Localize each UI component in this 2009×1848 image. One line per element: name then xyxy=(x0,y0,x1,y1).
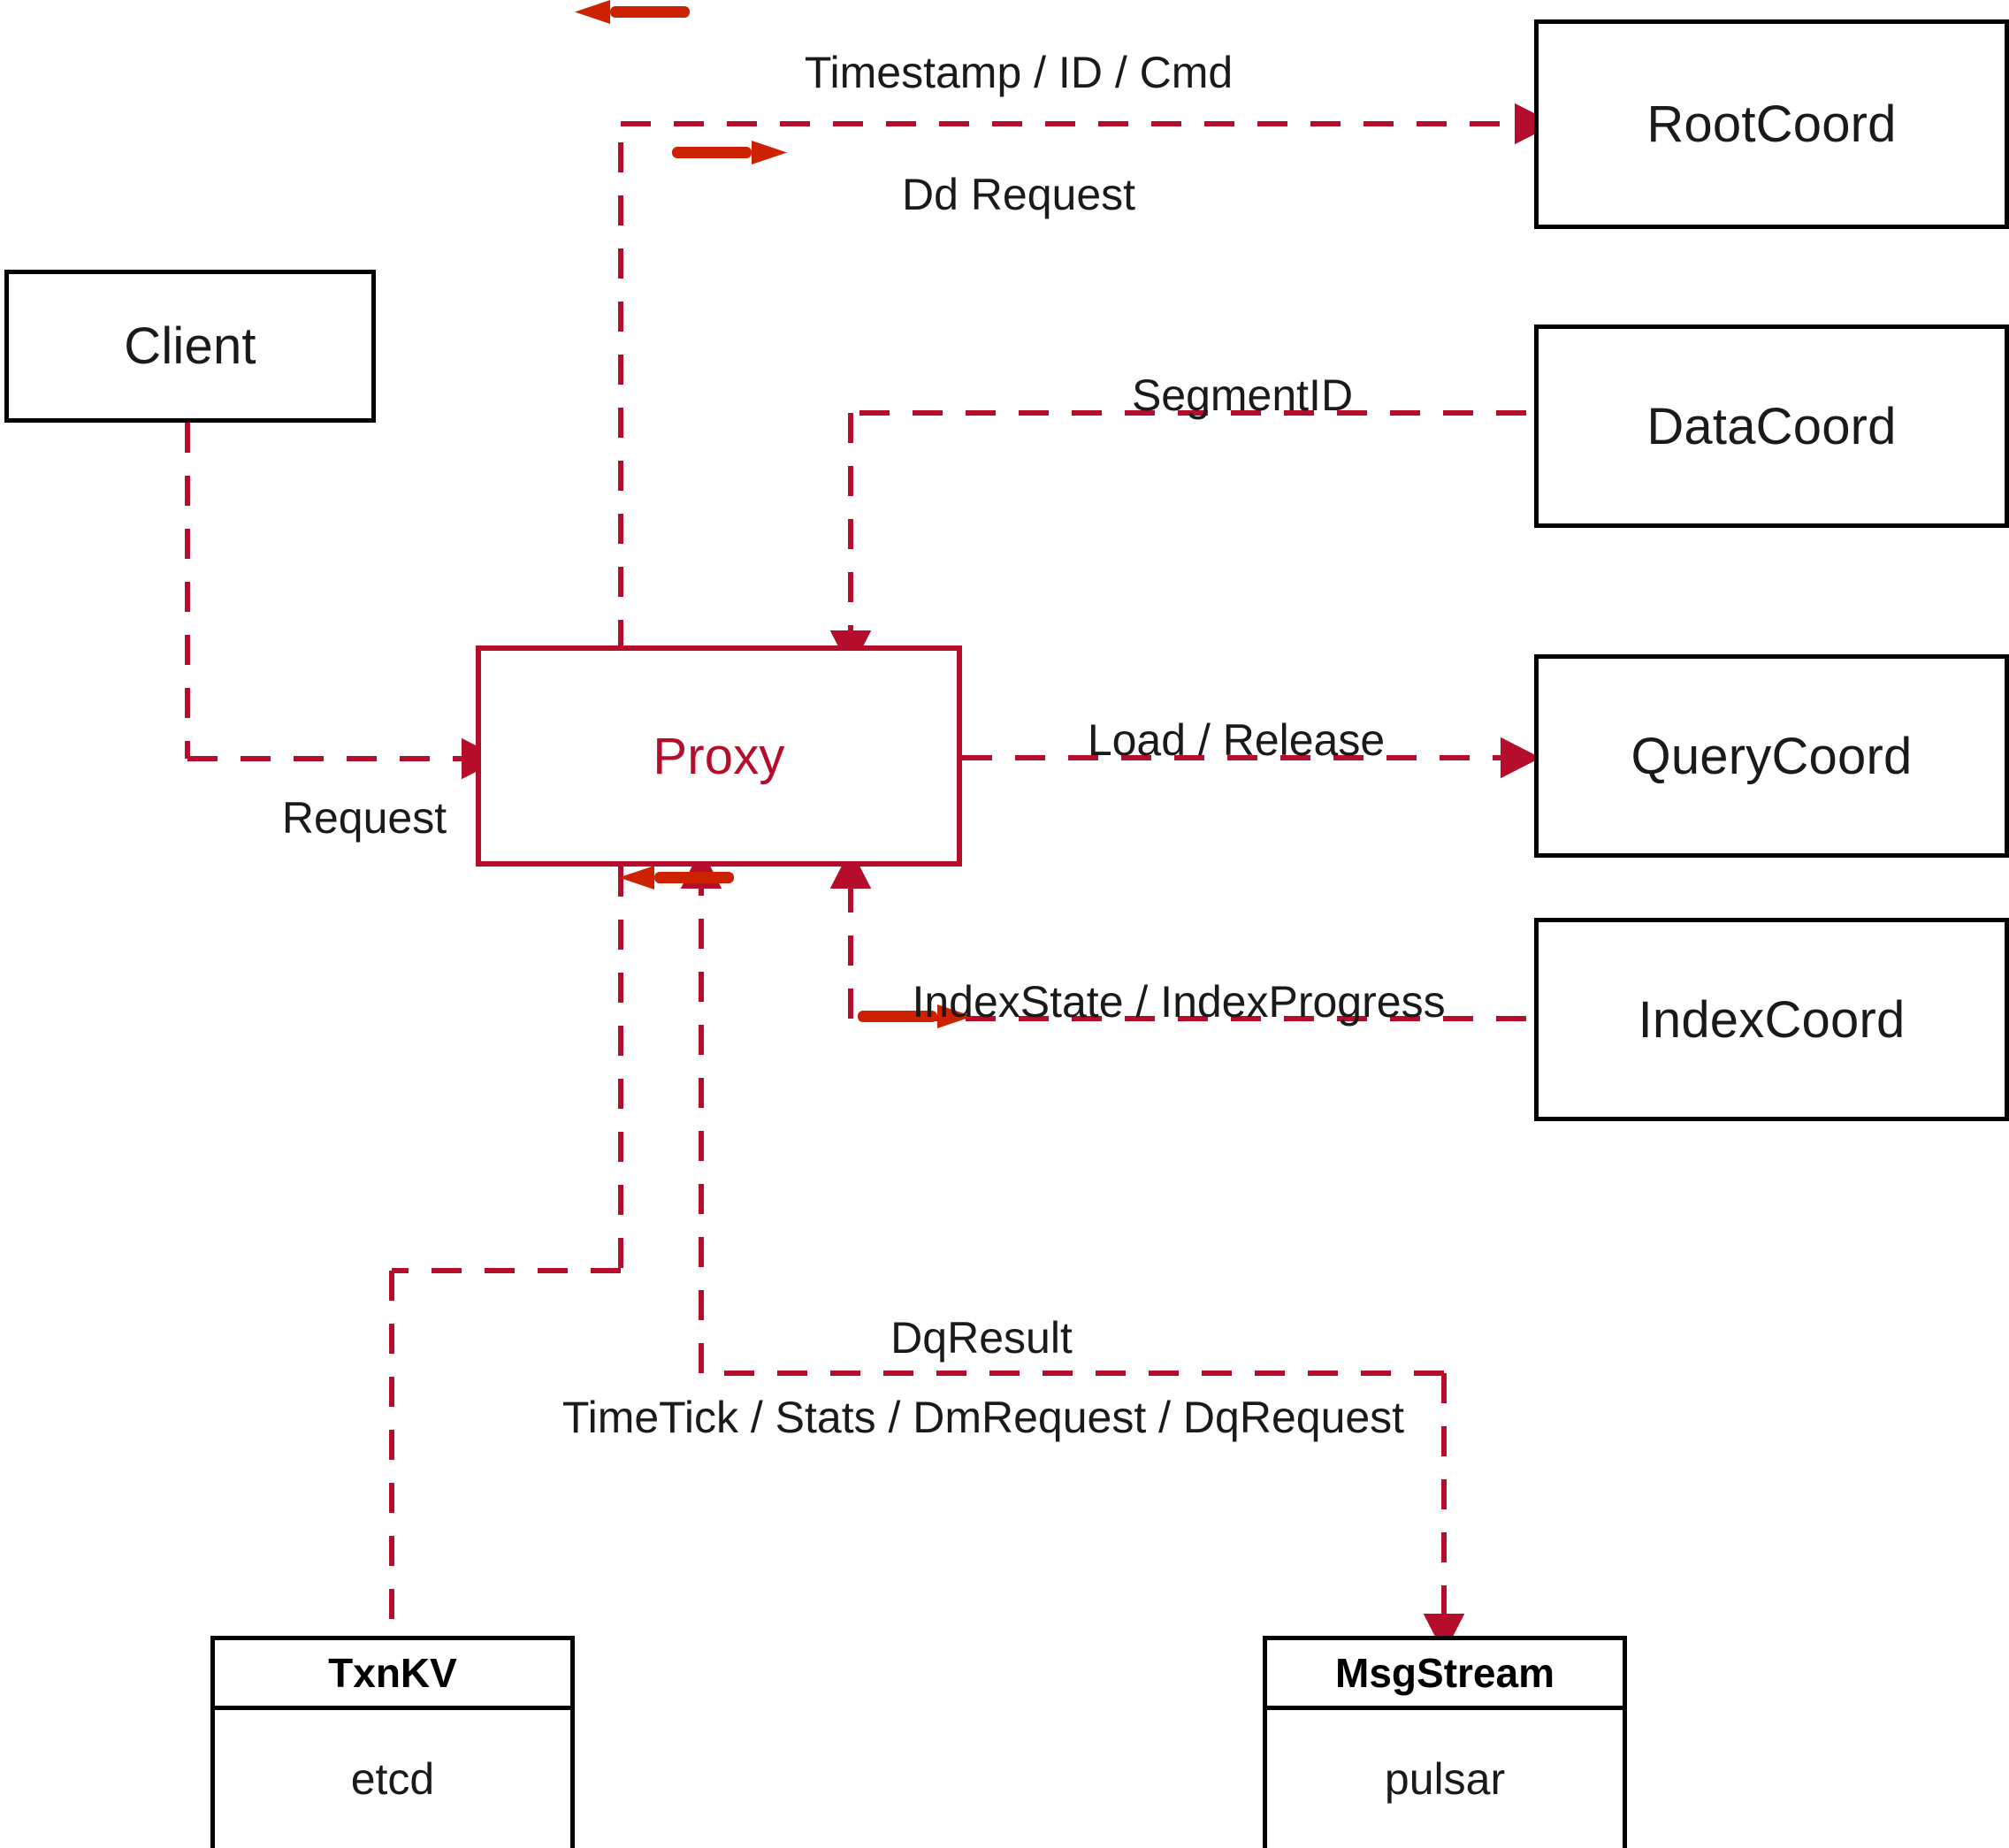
node-msgstream-impl: pulsar xyxy=(1384,1754,1506,1804)
node-client[interactable]: Client xyxy=(4,270,376,423)
node-proxy-label: Proxy xyxy=(653,727,785,785)
node-msgstream-title: MsgStream xyxy=(1335,1650,1554,1696)
node-datacoord-label: DataCoord xyxy=(1646,397,1897,455)
node-txnkv[interactable]: TxnKV etcd xyxy=(210,1636,575,1848)
node-indexcoord-label: IndexCoord xyxy=(1638,990,1906,1049)
edge-label-dqresult: DqResult xyxy=(890,1313,1073,1363)
node-client-label: Client xyxy=(124,317,256,375)
node-txnkv-header: TxnKV xyxy=(215,1640,570,1710)
edge-label-dd-request: Dd Request xyxy=(901,170,1136,219)
node-rootcoord[interactable]: RootCoord xyxy=(1534,19,2009,229)
node-querycoord-label: QueryCoord xyxy=(1631,727,1913,785)
solid-arrow-group xyxy=(575,0,973,1028)
node-querycoord[interactable]: QueryCoord xyxy=(1534,654,2009,858)
edge-label-request: Request xyxy=(281,793,447,843)
node-msgstream-body: pulsar xyxy=(1267,1710,1623,1848)
node-txnkv-title: TxnKV xyxy=(328,1650,457,1696)
node-proxy[interactable]: Proxy xyxy=(476,645,962,867)
node-msgstream-header: MsgStream xyxy=(1267,1640,1623,1710)
solid-arrow-dqresult xyxy=(619,866,734,890)
node-msgstream[interactable]: MsgStream pulsar xyxy=(1263,1636,1627,1848)
node-datacoord[interactable]: DataCoord xyxy=(1534,325,2009,528)
node-txnkv-impl: etcd xyxy=(350,1754,435,1804)
edge-label-load-release: Load / Release xyxy=(1087,715,1386,765)
node-rootcoord-label: RootCoord xyxy=(1646,95,1897,153)
node-indexcoord[interactable]: IndexCoord xyxy=(1534,918,2009,1121)
edge-label-timestamp-id-cmd: Timestamp / ID / Cmd xyxy=(804,48,1234,97)
solid-arrow-timestamp xyxy=(575,0,690,24)
node-txnkv-body: etcd xyxy=(215,1710,570,1848)
edge-label-segmentid: SegmentID xyxy=(1131,370,1354,420)
edge-label-timetick: TimeTick / Stats / DmRequest / DqRequest xyxy=(561,1393,1405,1442)
edge-label-indexstate: IndexState / IndexProgress xyxy=(912,977,1446,1027)
solid-arrow-dd-request xyxy=(672,141,787,164)
